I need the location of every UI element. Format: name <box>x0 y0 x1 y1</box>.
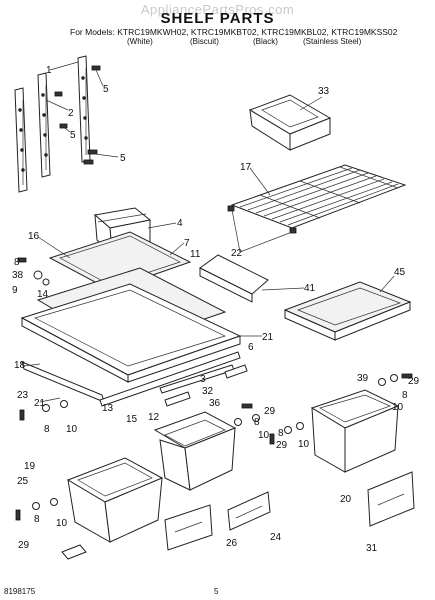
callout-10a: 10 <box>392 402 404 413</box>
drawer-fronts <box>164 471 415 551</box>
shelf-brackets <box>164 364 248 407</box>
callout-25: 25 <box>17 476 29 487</box>
callout-5c: 5 <box>120 153 126 164</box>
callout-32: 32 <box>202 386 214 397</box>
callout-16: 16 <box>28 231 40 242</box>
callout-20: 20 <box>340 494 352 505</box>
watermark: AppliancePartsPros.com <box>140 2 295 17</box>
callout-29d: 29 <box>18 540 30 551</box>
page-title: SHELF PARTS <box>160 10 275 27</box>
leader-lines <box>23 61 395 403</box>
shelf-frame-assembly <box>20 267 242 383</box>
shelf-support-rails <box>14 55 91 193</box>
models-value: KTRC19MKWH02, KTRC19MKBT02, KTRC19MKBL02… <box>117 27 398 37</box>
callout-5b: 5 <box>70 130 76 141</box>
shelf-cover <box>199 254 269 303</box>
callout-10d: 10 <box>298 439 310 450</box>
callout-10e: 10 <box>56 518 68 529</box>
crisper-bin-left <box>66 457 164 543</box>
deli-drawer <box>248 94 332 151</box>
glass-shelf-upper <box>48 231 192 291</box>
model-list: For Models: KTRC19MKWH02, KTRC19MKBT02, … <box>70 27 397 37</box>
callout-6: 6 <box>248 342 254 353</box>
callout-3: 3 <box>200 374 206 385</box>
color-biscuit: (Biscuit) <box>190 37 219 46</box>
callout-23: 23 <box>17 390 29 401</box>
callout-9: 9 <box>12 285 18 296</box>
callout-41: 41 <box>304 283 316 294</box>
callout-21b: 21 <box>34 398 46 409</box>
callout-15: 15 <box>126 414 138 425</box>
callout-45: 45 <box>394 267 406 278</box>
callout-8c: 8 <box>254 417 260 428</box>
fasteners <box>15 257 413 521</box>
crisper-bin-right <box>310 389 400 473</box>
callout-18: 18 <box>14 360 26 371</box>
color-white: (White) <box>127 37 153 46</box>
callout-38: 38 <box>12 270 24 281</box>
wire-shelf <box>227 164 407 234</box>
callout-8f: 8 <box>34 514 40 525</box>
callout-8b: 8 <box>402 390 408 401</box>
callout-29b: 29 <box>264 406 276 417</box>
color-stainless: (Stainless Steel) <box>303 37 362 46</box>
callout-2: 2 <box>68 108 74 119</box>
callout-13: 13 <box>102 403 114 414</box>
callout-31: 31 <box>366 543 378 554</box>
callout-4: 4 <box>177 218 183 229</box>
callout-1: 1 <box>46 65 52 76</box>
callout-24: 24 <box>270 532 282 543</box>
rail-screws <box>54 65 101 165</box>
callout-5a: 5 <box>103 84 109 95</box>
handle-clip <box>61 544 87 560</box>
callout-14: 14 <box>37 289 49 300</box>
callout-10c: 10 <box>258 430 270 441</box>
page-number: 5 <box>214 587 219 596</box>
callout-19: 19 <box>24 461 36 472</box>
color-black: (Black) <box>253 37 278 46</box>
callout-22: 22 <box>231 248 243 259</box>
callout-39: 39 <box>357 373 369 384</box>
models-prefix: For Models: <box>70 27 115 37</box>
callout-8e: 8 <box>278 428 284 439</box>
callout-29a: 29 <box>408 376 420 387</box>
callout-26: 26 <box>226 538 238 549</box>
callout-8a: 8 <box>14 257 20 268</box>
doc-number: 8198175 <box>4 587 36 596</box>
callout-10b: 10 <box>66 424 78 435</box>
crisper-bin-center <box>153 411 237 491</box>
shelf-trim-rails <box>21 351 241 407</box>
callout-17: 17 <box>240 162 252 173</box>
callout-33: 33 <box>318 86 330 97</box>
callout-11: 11 <box>190 249 201 260</box>
glass-shelf-right <box>283 281 412 341</box>
callout-21a: 21 <box>262 332 274 343</box>
callout-7: 7 <box>184 238 190 249</box>
callout-12: 12 <box>148 412 160 423</box>
callout-8d: 8 <box>44 424 50 435</box>
callout-29c: 29 <box>276 440 288 451</box>
callout-36: 36 <box>209 398 221 409</box>
callout-labels: 1 2 5 5 5 33 17 4 16 7 11 22 8 38 9 14 4… <box>12 65 420 554</box>
